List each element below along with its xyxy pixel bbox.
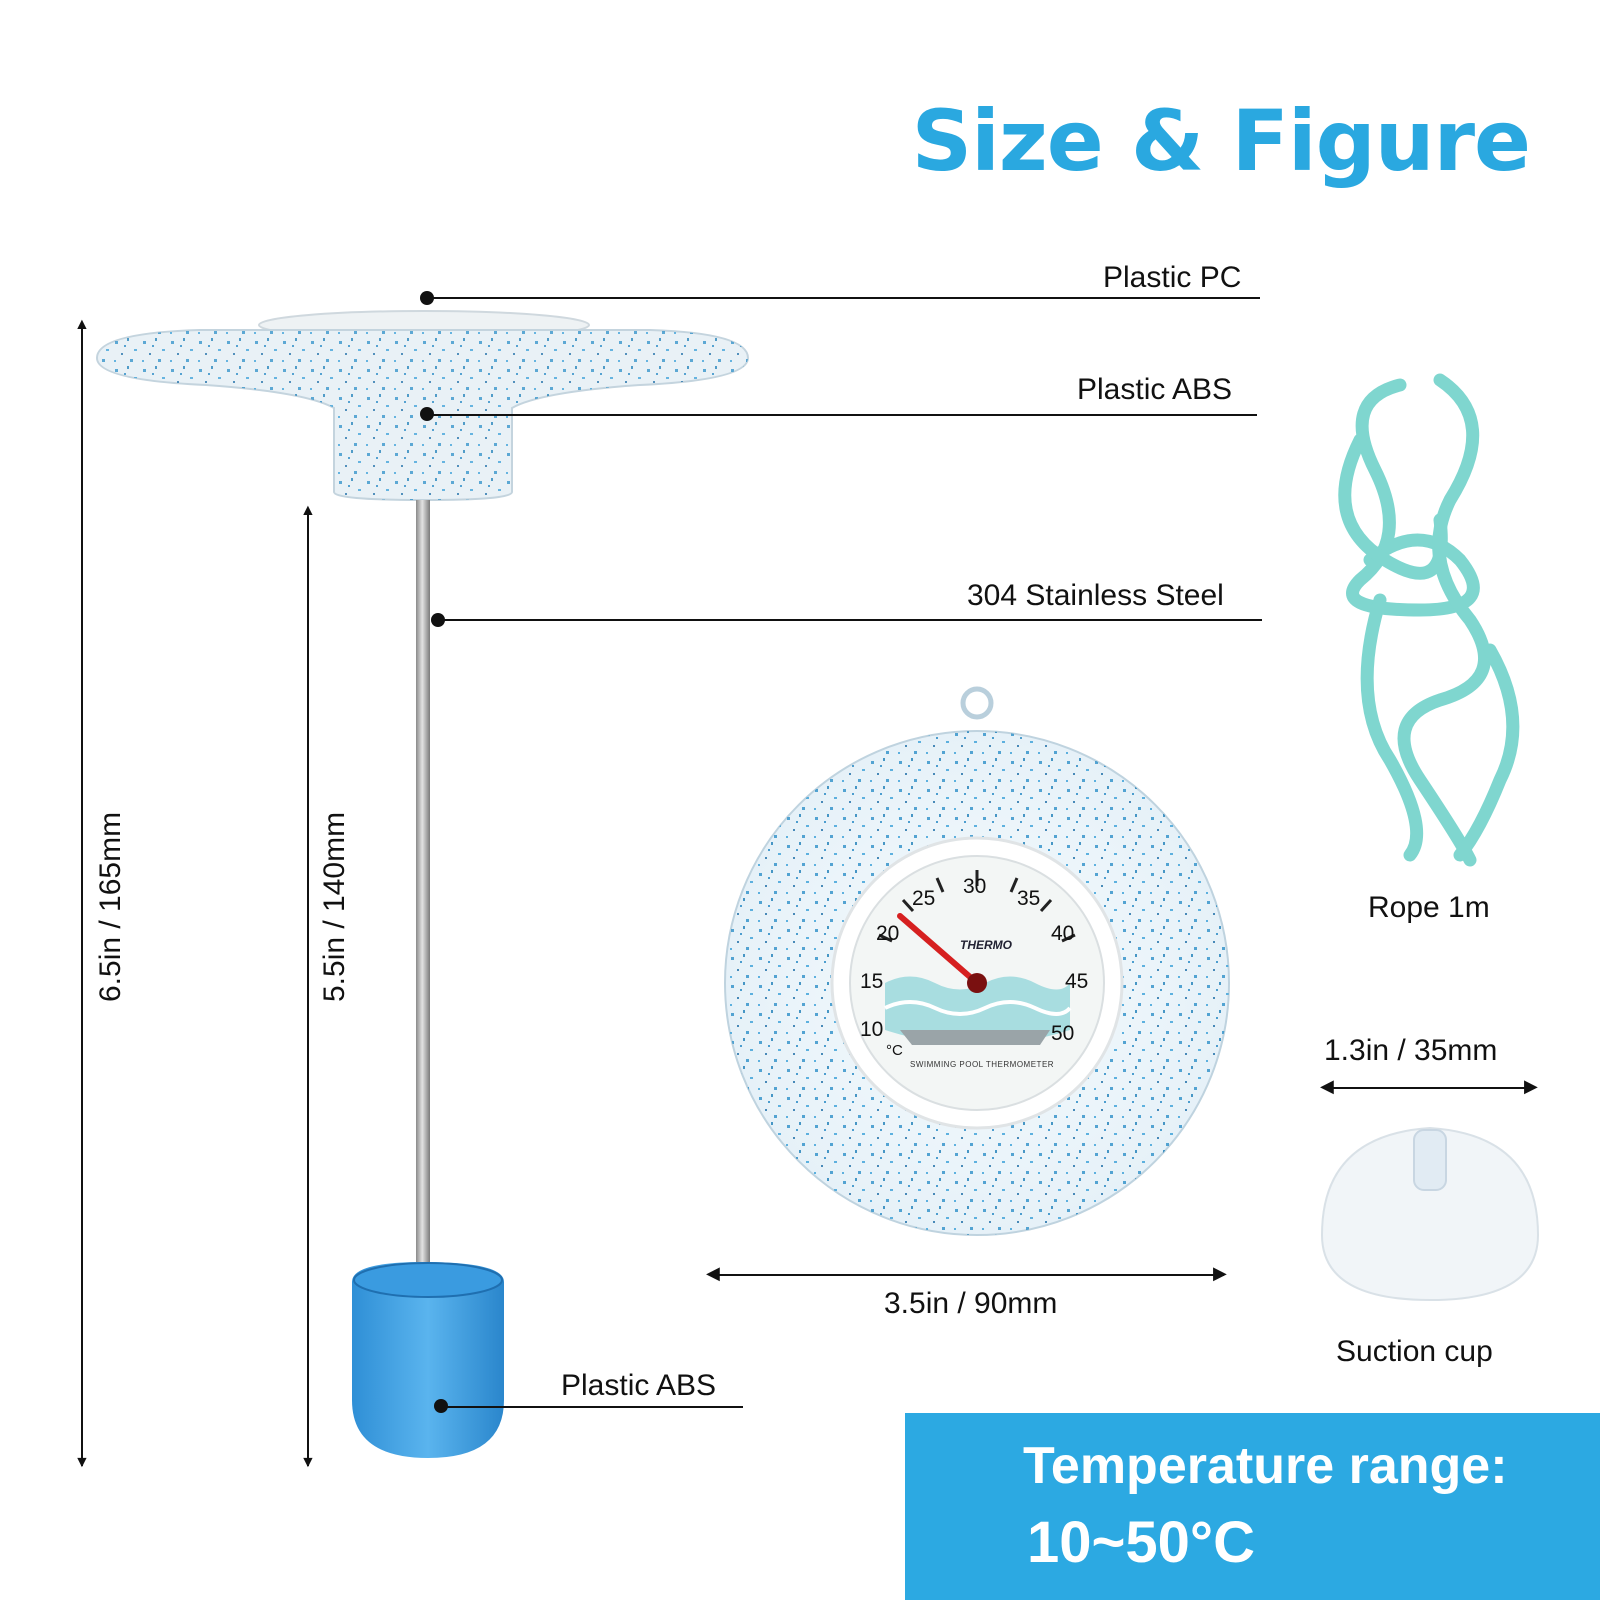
dial-brand: THERMO bbox=[960, 938, 1012, 952]
dial-number-40: 40 bbox=[1051, 922, 1075, 945]
dial-number-30: 30 bbox=[963, 875, 987, 898]
page-title: Size & Figure bbox=[911, 92, 1531, 190]
label-suction-cup: Suction cup bbox=[1336, 1335, 1493, 1368]
callout-line-top-cover bbox=[427, 297, 1260, 299]
bottom-cap-shape bbox=[352, 1262, 504, 1458]
dimension-line-disc-diameter bbox=[712, 1274, 1224, 1276]
arrow-down-icon: ▼ bbox=[300, 1454, 316, 1471]
label-stem-height: 5.5in / 140mm bbox=[318, 811, 351, 1002]
dial-caption: SWIMMING POOL THERMOMETER bbox=[910, 1060, 1055, 1069]
arrow-left-icon: ◀ bbox=[706, 1263, 720, 1283]
arrow-right-icon: ▶ bbox=[1213, 1263, 1227, 1283]
dimension-line-stem-height bbox=[307, 508, 309, 1466]
callout-line-stem bbox=[438, 619, 1262, 621]
dimension-line-total-height bbox=[81, 322, 83, 1466]
label-total-height: 6.5in / 165mm bbox=[94, 811, 127, 1002]
callout-line-bottom-cap bbox=[441, 1406, 743, 1408]
callout-line-float-body bbox=[427, 414, 1257, 416]
label-stem: 304 Stainless Steel bbox=[967, 579, 1224, 612]
label-bottom-cap: Plastic ABS bbox=[561, 1369, 717, 1402]
suction-cup-illustration bbox=[1320, 1126, 1540, 1302]
arrow-up-icon: ▲ bbox=[74, 316, 90, 333]
rope-illustration bbox=[1338, 373, 1520, 867]
dial-front-view bbox=[724, 686, 1230, 1236]
dial-number-35: 35 bbox=[1017, 887, 1041, 910]
dial-unit: °C bbox=[886, 1042, 903, 1059]
arrow-up-icon: ▲ bbox=[300, 502, 316, 519]
dial-number-50: 50 bbox=[1051, 1022, 1075, 1045]
arrow-right-icon: ▶ bbox=[1524, 1076, 1538, 1096]
dial-number-25: 25 bbox=[912, 887, 936, 910]
dial-number-15: 15 bbox=[860, 970, 884, 993]
dimension-line-suction-cup bbox=[1326, 1087, 1534, 1089]
thermometer-side-view bbox=[95, 310, 750, 1458]
dial-number-45: 45 bbox=[1065, 970, 1089, 993]
label-suction-cup-diameter: 1.3in / 35mm bbox=[1324, 1034, 1498, 1067]
temperature-banner bbox=[905, 1413, 1600, 1600]
label-rope: Rope 1m bbox=[1368, 891, 1490, 924]
label-top-cover: Plastic PC bbox=[1103, 261, 1242, 294]
banner-title: Temperature range: bbox=[1023, 1437, 1508, 1495]
dial-number-20: 20 bbox=[876, 922, 900, 945]
arrow-down-icon: ▼ bbox=[74, 1454, 90, 1471]
label-disc-diameter: 3.5in / 90mm bbox=[884, 1287, 1058, 1320]
banner-range: 10~50°C bbox=[1027, 1510, 1255, 1575]
arrow-left-icon: ◀ bbox=[1320, 1076, 1334, 1096]
dial-number-10: 10 bbox=[860, 1018, 884, 1041]
label-float-body: Plastic ABS bbox=[1077, 373, 1233, 406]
stem-shape bbox=[416, 500, 430, 1270]
